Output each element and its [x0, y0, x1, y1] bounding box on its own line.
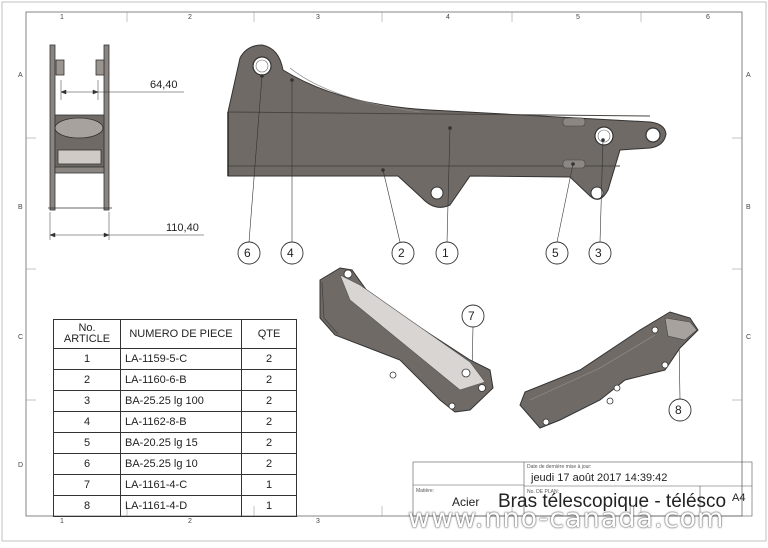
grid-col-label: 1 [60, 14, 64, 21]
bom-cell-qty: 1 [241, 495, 297, 517]
balloon-7: 7 [468, 309, 475, 323]
table-header-row: No. ARTICLE NUMERO DE PIECE QTE [53, 319, 297, 349]
grid-ticks [26, 12, 742, 516]
balloon-8: 8 [675, 403, 682, 417]
side-view [227, 44, 667, 208]
date-value: jeudi 17 août 2017 14:39:42 [531, 472, 668, 484]
bom-cell-qty: 1 [241, 474, 297, 496]
balloon-3: 3 [595, 246, 602, 260]
bom-cell-part: LA-1161-4-D [120, 495, 242, 517]
iso-part-7 [319, 267, 494, 413]
grid-col-label: 2 [188, 14, 192, 21]
bom-cell-no: 8 [53, 495, 121, 517]
balloon-circle [588, 241, 612, 265]
dimension-inner-width: 64,40 [150, 79, 178, 91]
bom-cell-part: LA-1159-5-C [120, 348, 242, 370]
balloon-circle [461, 304, 485, 328]
grid-row-label: C [18, 334, 24, 341]
grid-col-label: 1 [60, 518, 64, 525]
grid-col-label: 6 [706, 14, 710, 21]
grid-row-label: C [746, 334, 752, 341]
bom-cell-qty: 2 [241, 411, 297, 433]
material-label: Matière: [416, 488, 435, 494]
sheet-size: A4 [732, 492, 746, 504]
bom-cell-part: LA-1161-4-C [120, 474, 242, 496]
grid-col-label: 4 [446, 14, 450, 21]
bom-cell-qty: 2 [241, 432, 297, 454]
bom-cell-no: 5 [53, 432, 121, 454]
grid-col-label: 5 [576, 14, 580, 21]
balloon-circle [545, 241, 569, 265]
iso-part-8 [519, 311, 699, 429]
balloon-5: 5 [552, 246, 559, 260]
grid-col-label: 3 [316, 518, 320, 525]
watermark: www.nno-canada.com [408, 503, 725, 534]
col-header-qty: QTE [241, 319, 297, 349]
bom-cell-part: BA-25.25 lg 100 [120, 390, 242, 412]
bom-cell-part: BA-20.25 lg 15 [120, 432, 242, 454]
grid-row-label: D [18, 462, 24, 469]
date-label: Date de dernière mise à jour: [527, 464, 592, 470]
grid-col-label: 3 [316, 14, 320, 21]
balloon-circle [280, 241, 304, 265]
balloon-circle [237, 241, 261, 265]
bom-cell-no: 6 [53, 453, 121, 475]
balloon-circle [435, 241, 459, 265]
grid-row-label: B [18, 204, 23, 211]
bom-cell-no: 2 [53, 369, 121, 391]
grid-row-label: A [18, 72, 23, 79]
bom-cell-qty: 2 [241, 453, 297, 475]
balloon-circle [391, 241, 415, 265]
leader-lines [248, 74, 681, 400]
bom-cell-part: BA-25.25 lg 10 [120, 453, 242, 475]
balloon-1: 1 [442, 246, 449, 260]
dimension-lines [49, 80, 204, 240]
inner-frame [25, 11, 743, 517]
grid-col-label: 2 [188, 518, 192, 525]
bom-cell-part: LA-1162-8-B [120, 411, 242, 433]
bom-cell-no: 4 [53, 411, 121, 433]
bom-cell-qty: 2 [241, 348, 297, 370]
bom-cell-qty: 2 [241, 390, 297, 412]
grid-row-label: B [746, 204, 751, 211]
balloon-circle [668, 398, 692, 422]
bom-cell-part: LA-1160-6-B [120, 369, 242, 391]
dimension-outer-width: 110,40 [166, 222, 199, 234]
bom-cell-no: 1 [53, 348, 121, 370]
plan-number-label: No. DE PLAN: [527, 489, 559, 495]
col-header-part-number: NUMERO DE PIECE [120, 319, 242, 349]
col-header-article: No. ARTICLE [53, 319, 121, 349]
drawing-title: Bras télescopique - télésco [498, 491, 727, 512]
end-view [48, 44, 112, 211]
material-value: Acier [452, 495, 480, 509]
bom-cell-no: 3 [53, 390, 121, 412]
title-block-frame [412, 461, 753, 517]
bom-cell-no: 7 [53, 474, 121, 496]
grid-row-label: A [746, 72, 751, 79]
balloon-4: 4 [287, 246, 294, 260]
balloon-6: 6 [244, 246, 251, 260]
bom-cell-qty: 2 [241, 369, 297, 391]
balloon-2: 2 [398, 246, 405, 260]
